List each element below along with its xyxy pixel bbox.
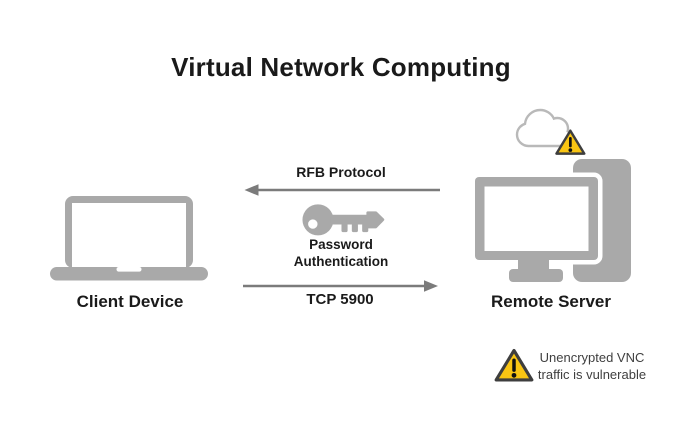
arrow-left-icon [244, 184, 440, 196]
page-title: Virtual Network Computing [171, 52, 511, 82]
warning-icon [555, 129, 586, 155]
footnote-line1: Unencrypted VNC [539, 350, 645, 365]
auth-label-line1: Password [309, 237, 373, 252]
tcp-5900-label: TCP 5900 [306, 291, 374, 308]
footnote-line2: traffic is vulnerable [537, 366, 647, 382]
warning-icon [494, 348, 534, 382]
footnote-warning-text: Unencrypted VNC traffic is vulnerable [538, 350, 646, 383]
monitor-icon [470, 159, 631, 287]
key-icon [302, 204, 385, 236]
password-authentication-label: Password Authentication [294, 237, 389, 270]
arrow-right-icon [243, 280, 438, 292]
rfb-protocol-label: RFB Protocol [296, 164, 386, 180]
laptop-icon [50, 196, 208, 281]
auth-label-line2: Authentication [293, 253, 389, 269]
client-device-label: Client Device [76, 292, 184, 311]
remote-server-label: Remote Server [490, 292, 612, 311]
